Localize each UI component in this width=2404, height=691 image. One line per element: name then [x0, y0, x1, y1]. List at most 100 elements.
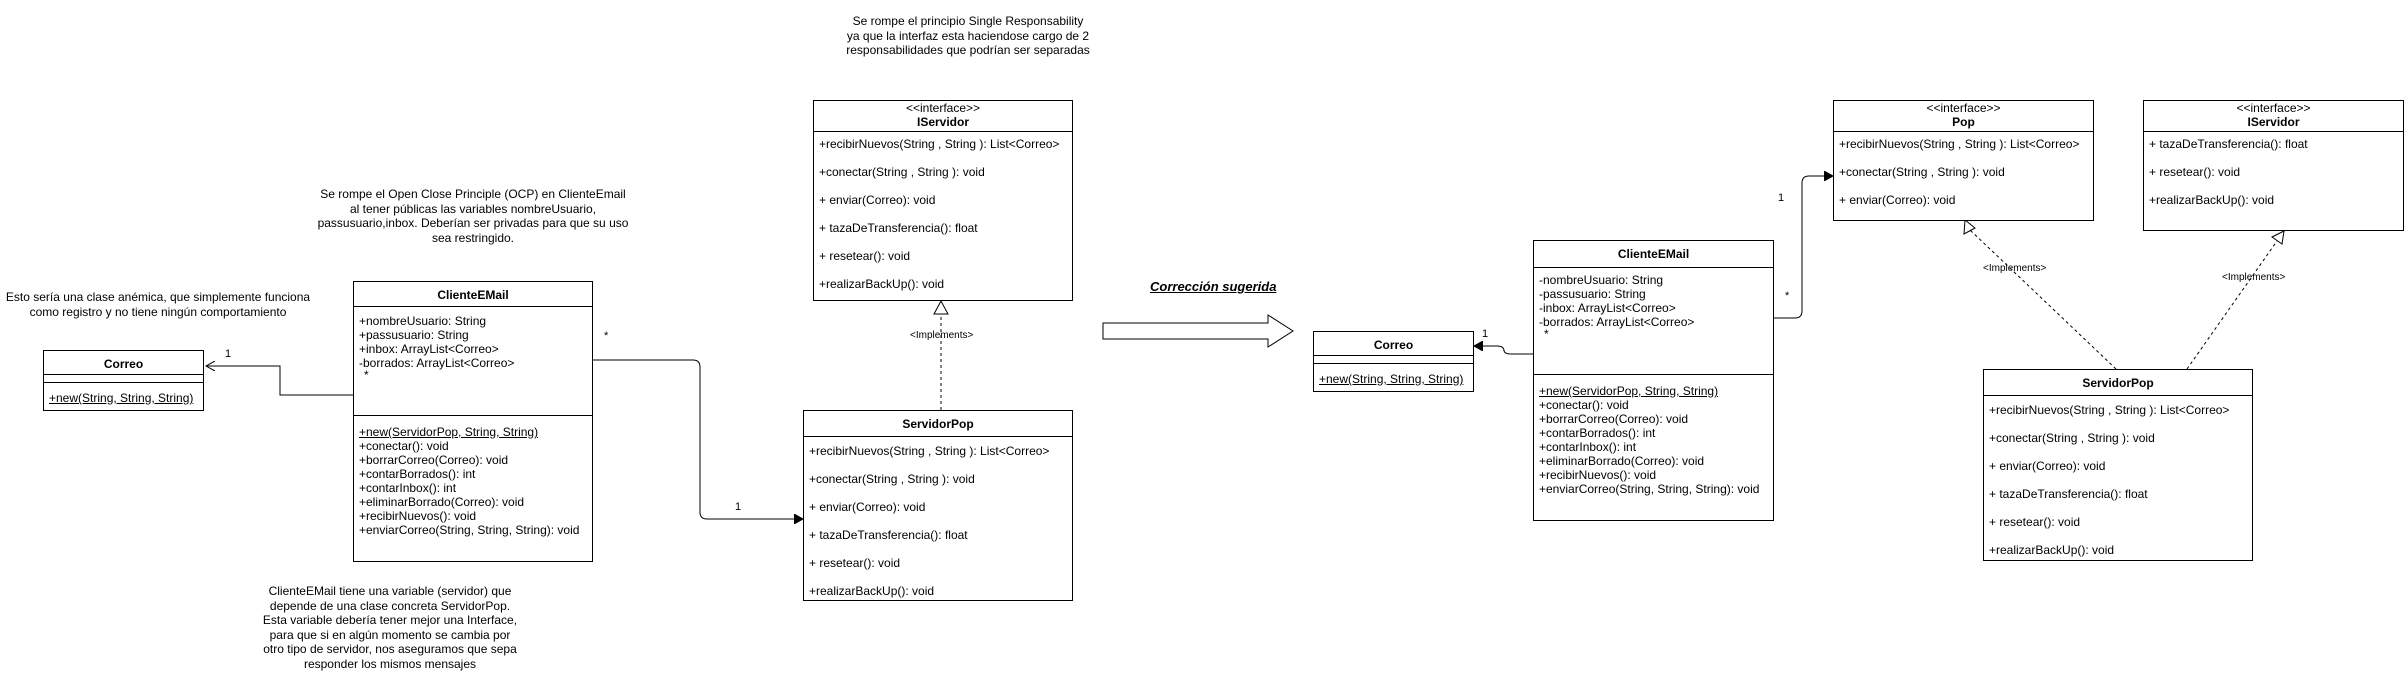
suggestion-arrow: [1102, 314, 1294, 348]
multiplicity-label: *: [604, 330, 609, 342]
class-method: +conectar(): void: [359, 439, 449, 453]
class-method: +conectar(): void: [1539, 398, 1629, 412]
class-method: + tazaDeTransferencia(): float: [1989, 487, 2148, 501]
implements-label: <Implements>: [1983, 263, 2047, 274]
class-method: +recibirNuevos(): void: [1539, 468, 1657, 482]
class-name: ClienteEMail: [437, 288, 509, 302]
class-divider: [1984, 395, 2252, 396]
class-divider: [1534, 374, 1773, 375]
class-method: + tazaDeTransferencia(): float: [809, 528, 968, 542]
class-method: +recibirNuevos(): void: [359, 509, 477, 523]
class-method: + tazaDeTransferencia(): float: [819, 221, 978, 235]
class-method: +borrarCorreo(Correo): void: [1539, 412, 1689, 426]
class-method: +new(String, String, String): [1319, 372, 1464, 386]
class-method: +recibirNuevos(String , String ): List<C…: [809, 444, 1050, 458]
class-method: +eliminarBorrado(Correo): void: [1539, 454, 1705, 468]
class-method: +realizarBackUp(): void: [809, 584, 935, 598]
class-attribute: +nombreUsuario: String: [359, 314, 487, 328]
class-method: +enviarCorreo(String, String, String): v…: [359, 523, 580, 537]
class-method: + resetear(): void: [2149, 165, 2241, 179]
class-clienteemail-left[interactable]: ClienteEMail +nombreUsuario: String +pas…: [353, 281, 593, 562]
class-method: +new(ServidorPop, String, String): [359, 425, 539, 439]
class-method: + resetear(): void: [809, 556, 901, 570]
class-divider: [354, 306, 592, 307]
note-anemic: Esto sería una clase anémica, que simple…: [5, 290, 311, 319]
class-stereotype: <<interface>>: [905, 101, 981, 115]
class-divider: [1314, 363, 1473, 364]
class-method: +conectar(String , String ): void: [1839, 165, 2005, 179]
class-method: + resetear(): void: [819, 249, 911, 263]
class-method: + tazaDeTransferencia(): float: [2149, 137, 2308, 151]
class-method: +conectar(String , String ): void: [1989, 431, 2155, 445]
interface-iservidor-left[interactable]: <<interface>> IServidor +recibirNuevos(S…: [813, 100, 1073, 301]
note-ocp: Se rompe el Open Close Principle (OCP) e…: [317, 187, 629, 245]
class-method: +contarInbox(): int: [359, 481, 457, 495]
class-name: ServidorPop: [2082, 376, 2154, 390]
interface-iservidor-right[interactable]: <<interface>> IServidor + tazaDeTransfer…: [2143, 100, 2404, 231]
multiplicity-label: *: [1785, 290, 1790, 302]
class-method: +new(String, String, String): [49, 391, 194, 405]
class-divider: [44, 374, 203, 375]
suggestion-label: Corrección sugerida: [1150, 279, 1277, 294]
edge-right-implements-pop: [1969, 229, 2117, 370]
class-correo-right[interactable]: Correo +new(String, String, String): [1313, 331, 1474, 392]
note-dip: ClienteEMail tiene una variable (servido…: [262, 584, 518, 671]
class-clienteemail-right[interactable]: ClienteEMail -nombreUsuario: String -pas…: [1533, 240, 1774, 521]
class-divider: [1834, 131, 2093, 132]
class-method: +contarBorrados(): int: [1539, 426, 1656, 440]
class-method: +borrarCorreo(Correo): void: [359, 453, 509, 467]
note-srp: Se rompe el principio Single Responsabil…: [846, 14, 1090, 57]
edge-left-cliente-servidorpop: [593, 359, 803, 519]
edge-right-cliente-correo: [1474, 346, 1533, 355]
edge-right-implements-iservidor: [2186, 240, 2278, 370]
class-name: IServidor: [2247, 115, 2300, 129]
edge-right-implements-iservidor-head: [2271, 230, 2285, 245]
edge-left-implements-head: [933, 299, 949, 315]
multiplicity-label: 1: [1778, 192, 1785, 204]
edge-left-cliente-correo: [206, 366, 353, 396]
class-method: +new(ServidorPop, String, String): [1539, 384, 1719, 398]
class-attribute: -passusuario: String: [1539, 287, 1646, 301]
edge-right-implements-pop-head: [1963, 219, 1976, 235]
class-name: Correo: [103, 357, 144, 371]
class-attribute: +passusuario: String: [359, 328, 469, 342]
class-divider: [354, 415, 592, 416]
class-method: + enviar(Correo): void: [1989, 459, 2106, 473]
class-method: +eliminarBorrado(Correo): void: [359, 495, 525, 509]
class-method: +conectar(String , String ): void: [809, 472, 975, 486]
class-attribute: -borrados: ArrayList<Correo>: [1539, 315, 1695, 329]
class-method: +recibirNuevos(String , String ): List<C…: [1989, 403, 2230, 417]
class-divider: [814, 131, 1072, 132]
class-method: +realizarBackUp(): void: [819, 277, 945, 291]
edge-right-cliente-pop: [1774, 176, 1833, 319]
class-name: ClienteEMail: [1617, 247, 1690, 261]
class-method: +contarInbox(): int: [1539, 440, 1637, 454]
class-name: ServidorPop: [902, 417, 974, 431]
class-correo-left[interactable]: Correo +new(String, String, String): [43, 350, 204, 411]
multiplicity-label: 1: [225, 348, 232, 360]
class-servidorpop-left[interactable]: ServidorPop +recibirNuevos(String , Stri…: [803, 410, 1073, 601]
class-divider: [2144, 131, 2403, 132]
class-attribute: *: [364, 368, 369, 382]
class-method: + enviar(Correo): void: [819, 193, 936, 207]
class-attribute: *: [1544, 327, 1549, 341]
implements-label: <Implements>: [910, 330, 974, 341]
class-method: +realizarBackUp(): void: [1989, 543, 2115, 557]
interface-pop-right[interactable]: <<interface>> Pop +recibirNuevos(String …: [1833, 100, 2094, 221]
multiplicity-label: 1: [735, 501, 742, 513]
implements-label: <Implements>: [2222, 272, 2286, 283]
class-stereotype: <<interface>>: [1926, 101, 2001, 115]
class-method: + enviar(Correo): void: [1839, 193, 1956, 207]
class-method: + enviar(Correo): void: [809, 500, 926, 514]
class-servidorpop-right[interactable]: ServidorPop +recibirNuevos(String , Stri…: [1983, 369, 2253, 561]
class-divider: [804, 436, 1072, 437]
class-stereotype: <<interface>>: [2236, 101, 2311, 115]
class-name: IServidor: [916, 115, 970, 129]
class-method: +realizarBackUp(): void: [2149, 193, 2275, 207]
class-attribute: -borrados: ArrayList<Correo>: [359, 356, 515, 370]
class-method: +recibirNuevos(String , String ): List<C…: [1839, 137, 2080, 151]
class-method: +contarBorrados(): int: [359, 467, 476, 481]
class-name: Correo: [1373, 338, 1414, 352]
class-attribute: +inbox: ArrayList<Correo>: [359, 342, 499, 356]
class-divider: [1314, 355, 1473, 356]
